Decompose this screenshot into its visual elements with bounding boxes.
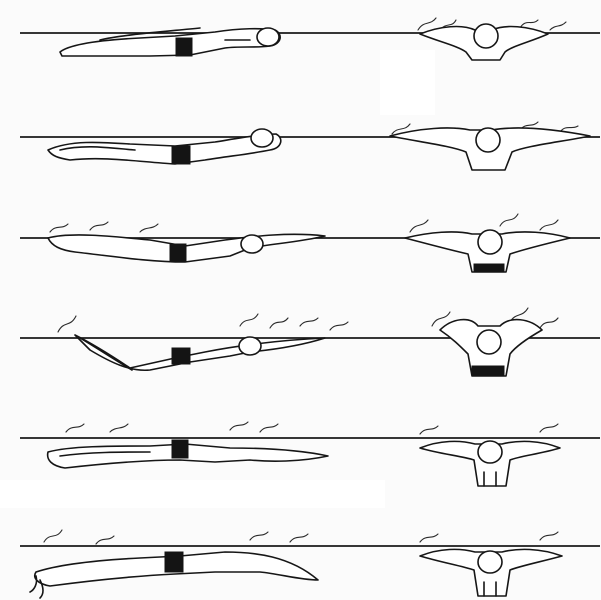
- head: [257, 28, 279, 46]
- head: [476, 128, 500, 152]
- front-view-swimmer: [390, 122, 590, 170]
- front-view-swimmer: [420, 424, 560, 486]
- head: [478, 441, 502, 463]
- phase-row-2: [20, 122, 600, 170]
- head: [478, 230, 502, 254]
- head: [251, 129, 273, 147]
- head: [239, 337, 261, 355]
- phase-row-4: [20, 308, 600, 376]
- side-view-swimmer: [48, 129, 281, 164]
- side-view-swimmer: [58, 314, 348, 370]
- phase-row-3: [20, 214, 600, 272]
- paper-patch: [0, 480, 385, 508]
- front-view-swimmer: [420, 532, 562, 596]
- side-view-swimmer: [48, 222, 325, 262]
- phase-row-5: [20, 422, 600, 486]
- paper-patch: [380, 50, 435, 115]
- head: [478, 551, 502, 573]
- phase-row-6: [20, 530, 600, 598]
- front-view-swimmer: [432, 308, 558, 376]
- phase-row-1: [20, 18, 600, 60]
- head: [477, 330, 501, 354]
- head: [474, 24, 498, 48]
- head: [241, 235, 263, 253]
- side-view-swimmer: [48, 422, 328, 468]
- front-view-swimmer: [405, 214, 570, 272]
- front-view-swimmer: [418, 18, 566, 60]
- side-view-swimmer: [30, 530, 318, 598]
